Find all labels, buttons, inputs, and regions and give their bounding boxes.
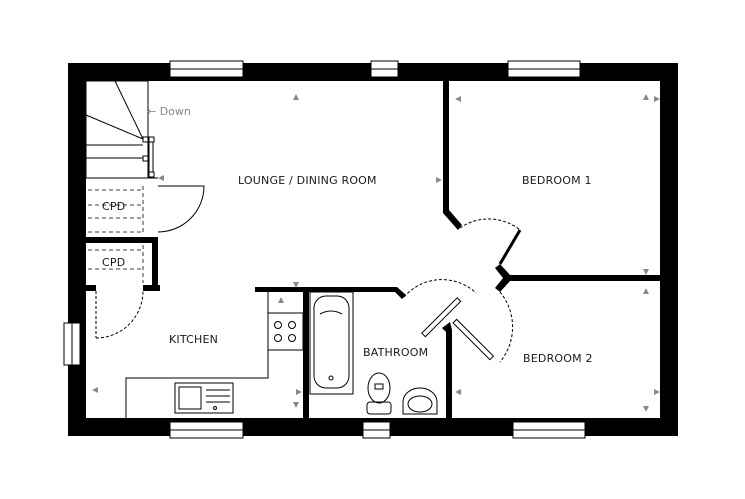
room-label-bathroom: BATHROOM (363, 346, 429, 359)
door-bedroom1-leaf (498, 229, 522, 265)
cupboard-shelves (88, 186, 144, 283)
kitchen-units (125, 292, 304, 418)
door-bedroom2-leaf (452, 318, 495, 361)
door-cupboard-arc (157, 185, 205, 233)
room-label-cupboard-1: CPD (102, 200, 126, 213)
door-bedroom2-arc (499, 291, 513, 363)
door-kitchen-arc (95, 290, 144, 339)
basin (402, 387, 438, 415)
room-label-bedroom-2: BEDROOM 2 (523, 352, 593, 365)
hob (267, 312, 304, 351)
wall-kitchen-bathroom (303, 287, 309, 418)
room-label-cupboard-2: CPD (102, 256, 126, 269)
stairs-down-label: ← Down (147, 105, 191, 118)
wall-bedroom1-bedroom2 (495, 264, 660, 292)
dimension-markers (92, 94, 660, 412)
wall-bathroom-bedroom2 (442, 322, 452, 418)
bath (309, 291, 354, 395)
windows (63, 60, 586, 439)
wall-cpd-side (152, 237, 158, 288)
doors (95, 185, 522, 363)
room-label-lounge: LOUNGE / DINING ROOM (238, 174, 377, 187)
door-bathroom-leaf (421, 297, 462, 338)
stairs (85, 80, 158, 179)
wall-cpd-divider (86, 237, 158, 243)
door-bedroom1-arc (459, 218, 521, 231)
door-bathroom-arc (403, 279, 477, 298)
room-label-kitchen: KITCHEN (169, 333, 219, 346)
wall-kitchen-lounge (255, 287, 406, 299)
wall-lounge-bedroom1 (443, 81, 462, 230)
sink (174, 382, 234, 414)
room-label-bedroom-1: BEDROOM 1 (522, 174, 592, 187)
outer-walls (68, 63, 678, 436)
toilet (366, 401, 392, 415)
interior-walls (86, 81, 660, 418)
bathroom-fixtures (309, 291, 438, 415)
